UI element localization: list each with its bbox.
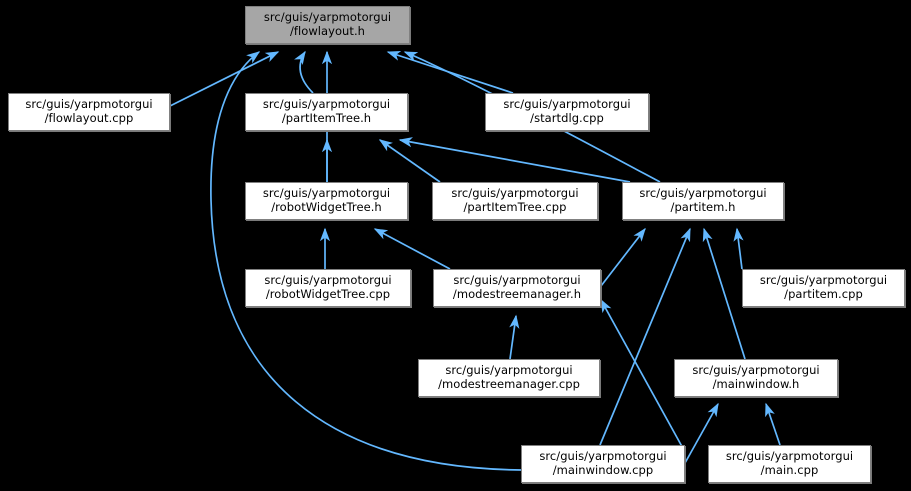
edge-mainwindow_cpp-to-mainwindow_h [684,402,719,464]
node-mainwindow_cpp[interactable]: src/guis/yarpmotorgui/mainwindow.cpp [521,445,685,483]
node-label-file: /partitem.h [670,200,736,214]
edge-mainwindow_cpp-to-partitem_h [599,227,691,446]
node-label-path: src/guis/yarpmotorgui [725,449,854,464]
node-label-path: src/guis/yarpmotorgui [451,186,579,201]
node-flowlayout_cpp[interactable]: src/guis/yarpmotorgui/flowlayout.cpp [8,93,170,131]
edge-partitem_h-to-partitemtree_h [398,137,631,183]
node-robotwidgettree_cpp[interactable]: src/guis/yarpmotorgui/robotWidgetTree.cp… [245,269,411,307]
node-label-file: /robotWidgetTree.cpp [265,287,391,301]
node-label-path: src/guis/yarpmotorgui [445,363,573,378]
node-label-file: /startdlg.cpp [530,111,604,125]
node-label-file: /partItemTree.cpp [463,200,567,214]
node-modestreemanager_cpp[interactable]: src/guis/yarpmotorgui/modestreemanager.c… [418,359,600,397]
node-label-path: src/guis/yarpmotorgui [262,186,391,201]
edge-mainwindow_h-to-partitem_h [702,227,746,360]
node-partitem_h[interactable]: src/guis/yarpmotorgui/partitem.h [622,182,784,220]
node-label-file: /main.cpp [760,463,819,477]
node-label-path: src/guis/yarpmotorgui [264,273,392,288]
node-label-file: /robotWidgetTree.h [271,200,382,214]
edge-modestreemanager_h-to-robotwidgettree_h [373,228,451,270]
node-label-path: src/guis/yarpmotorgui [639,186,767,201]
node-label-path: src/guis/yarpmotorgui [759,273,888,288]
edge-mainwindow_cpp-to-flowlayout_h [210,51,522,471]
node-label-file: /flowlayout.h [289,24,366,38]
node-label-path: src/guis/yarpmotorgui [503,97,631,112]
node-flowlayout_h[interactable]: src/guis/yarpmotorgui/flowlayout.h [245,6,410,44]
edge-partitem_cpp-to-partitem_h [733,227,744,270]
node-main_cpp[interactable]: src/guis/yarpmotorgui/main.cpp [708,445,871,483]
node-label-path: src/guis/yarpmotorgui [692,363,820,378]
node-label-path: src/guis/yarpmotorgui [263,10,392,25]
edge-partitemtree_cpp-to-partitemtree_h [378,139,441,183]
edge-mainwindow_cpp-to-modestreemanager_h [600,298,686,453]
node-label-file: /partItemTree.h [281,111,372,125]
node-label-path: src/guis/yarpmotorgui [262,97,391,112]
node-label-file: /modestreemanager.h [452,287,582,301]
node-mainwindow_h[interactable]: src/guis/yarpmotorgui/mainwindow.h [674,359,838,397]
node-label-path: src/guis/yarpmotorgui [539,449,667,464]
node-label-path: src/guis/yarpmotorgui [25,97,153,112]
node-label-file: /mainwindow.h [712,377,800,391]
node-partitem_cpp[interactable]: src/guis/yarpmotorgui/partitem.cpp [742,269,905,307]
node-label-file: /mainwindow.cpp [552,463,654,477]
node-partitemtree_cpp[interactable]: src/guis/yarpmotorgui/partItemTree.cpp [432,182,598,220]
node-label-file: /partitem.cpp [784,287,863,301]
edge-partitemtree_h-to-flowlayout_h [294,50,314,94]
node-startdlg_cpp[interactable]: src/guis/yarpmotorgui/startdlg.cpp [485,93,649,131]
node-robotwidgettree_h[interactable]: src/guis/yarpmotorgui/robotWidgetTree.h [245,182,408,220]
node-label-file: /modestreemanager.cpp [438,377,580,391]
edge-main_cpp-to-mainwindow_h [765,402,781,446]
node-partitemtree_h[interactable]: src/guis/yarpmotorgui/partItemTree.h [245,93,408,131]
edge-modestreemanager_cpp-to-modestreemanager_h [509,314,520,360]
edge-modestreemanager_h-to-partitem_h [600,227,646,287]
node-modestreemanager_h[interactable]: src/guis/yarpmotorgui/modestreemanager.h [433,269,601,307]
node-label-path: src/guis/yarpmotorgui [453,273,581,288]
node-label-file: /flowlayout.cpp [44,111,134,125]
